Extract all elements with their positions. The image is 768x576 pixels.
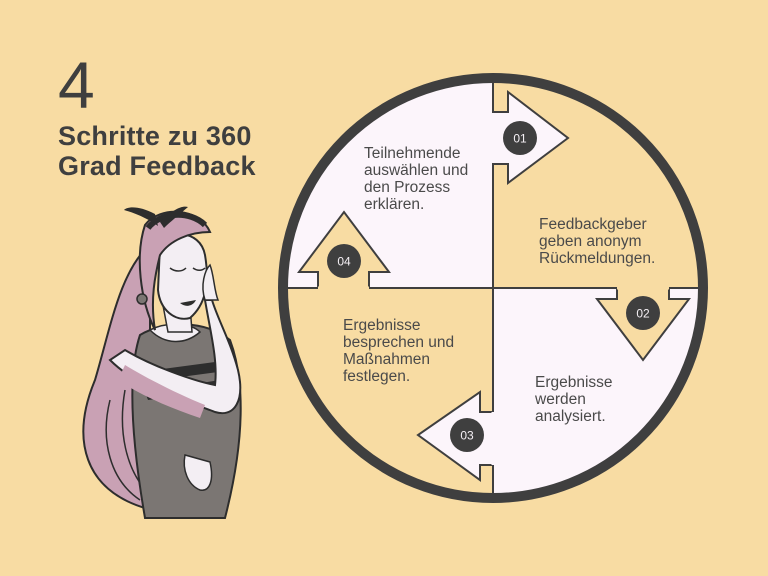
svg-text:04: 04 [337,255,351,269]
title-line-1: Schritte zu 360 [58,121,252,151]
step-03-line: werden [535,391,586,408]
woman-thinking-illustration [82,206,242,519]
svg-text:03: 03 [460,429,474,443]
step-02-line: Rückmeldungen. [539,250,656,267]
step-01-line: Teilnehmende [364,145,461,162]
step-count-number: 4 [58,48,95,122]
step-01-line: erklären. [364,196,425,213]
step-04-line: Maßnahmen [343,351,431,368]
svg-text:01: 01 [513,132,527,146]
badge-04: 04 [327,244,361,278]
step-02-line: Feedbackgeber [539,216,647,233]
step-04-line: besprechen und [343,334,455,351]
cycle-ring [278,73,708,503]
step-03-line: analysiert. [535,408,606,425]
step-04-line: Ergebnisse [343,317,421,334]
step-03-line: Ergebnisse [535,374,613,391]
title-line-2: Grad Feedback [58,151,256,181]
svg-text:02: 02 [636,307,650,321]
badge-02: 02 [626,296,660,330]
step-03-text: Ergebnisse werden analysiert. [535,374,613,425]
badge-01: 01 [503,121,537,155]
step-02-line: geben anonym [539,233,642,250]
page-title: Schritte zu 360 Grad Feedback [58,121,256,181]
step-02-text: Feedbackgeber geben anonym Rückmeldungen… [539,216,655,267]
quadrants [283,78,703,498]
step-04-line: festlegen. [343,368,411,385]
step-01-line: den Prozess [364,179,451,196]
step-01-line: auswählen und [364,162,469,179]
step-01-text: Teilnehmende auswählen und den Prozess e… [364,145,468,213]
step-04-text: Ergebnisse besprechen und Maßnahmen fest… [343,317,454,385]
badge-03: 03 [450,418,484,452]
